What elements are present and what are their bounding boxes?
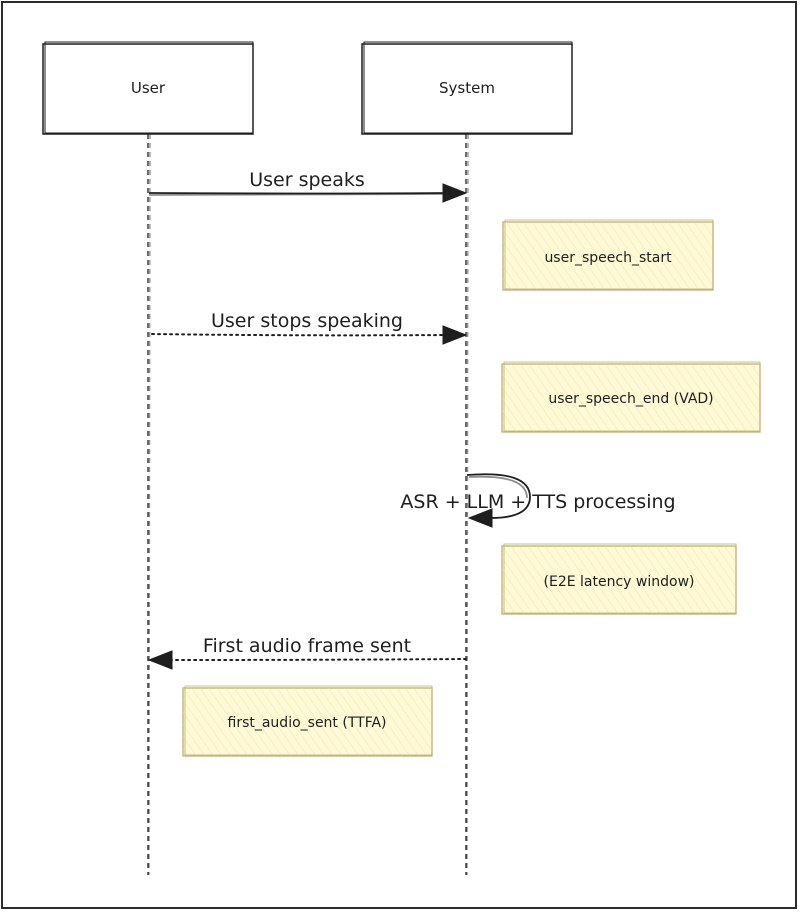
note-latency-window: (E2E latency window) bbox=[501, 543, 737, 615]
note-first-audio-sent-label: first_audio_sent (TTFA) bbox=[228, 715, 387, 731]
arrowhead-icon bbox=[147, 650, 173, 670]
user-lifeline bbox=[147, 133, 151, 876]
note-speech-start-label: user_speech_start bbox=[544, 250, 672, 266]
message-processing-label: ASR + LLM + TTS processing bbox=[400, 491, 675, 513]
actor-system: System bbox=[361, 41, 573, 135]
note-speech-end-label: user_speech_end (VAD) bbox=[548, 391, 713, 407]
actor-user-label: User bbox=[131, 79, 166, 97]
actor-system-label: System bbox=[439, 79, 495, 97]
note-speech-end: user_speech_end (VAD) bbox=[501, 361, 761, 433]
message-processing: ASR + LLM + TTS processing bbox=[400, 473, 676, 528]
message-user-speaks: User speaks bbox=[148, 169, 468, 203]
message-user-stops: User stops speaking bbox=[151, 310, 468, 345]
message-user-stops-label: User stops speaking bbox=[211, 310, 403, 332]
arrowhead-icon bbox=[442, 183, 468, 203]
arrowhead-icon bbox=[442, 325, 468, 345]
message-user-speaks-label: User speaks bbox=[249, 169, 365, 191]
message-first-audio-label: First audio frame sent bbox=[203, 635, 411, 657]
arrowhead-icon bbox=[467, 508, 493, 528]
message-first-audio: First audio frame sent bbox=[147, 635, 467, 670]
system-lifeline bbox=[465, 133, 469, 876]
actor-user: User bbox=[42, 41, 254, 135]
note-latency-window-label: (E2E latency window) bbox=[544, 574, 695, 590]
note-speech-start: user_speech_start bbox=[502, 219, 714, 291]
note-first-audio-sent: first_audio_sent (TTFA) bbox=[182, 685, 433, 757]
